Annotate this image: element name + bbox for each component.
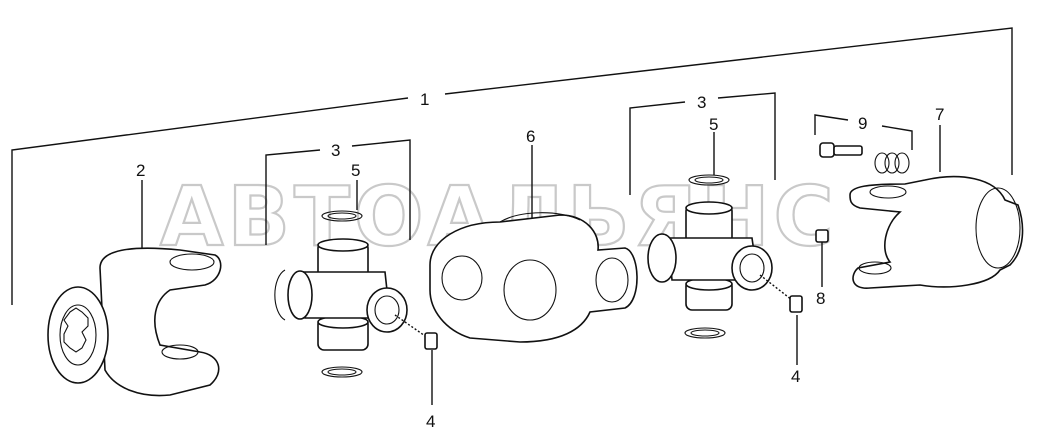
callout-2: 2 <box>136 161 145 180</box>
callout-5-left: 5 <box>351 161 360 180</box>
center-double-yoke-part <box>429 212 638 343</box>
snap-ring-left-bottom <box>321 366 363 378</box>
snap-ring-left-top <box>321 210 363 222</box>
cross-journal-right <box>647 201 773 311</box>
callout-4-left: 4 <box>426 412 435 431</box>
grease-fitting-left <box>394 314 438 350</box>
callout-8: 8 <box>816 289 825 308</box>
callout-5-right: 5 <box>709 115 718 134</box>
callout-7: 7 <box>935 105 944 124</box>
callout-labels: 1 2 3 3 4 4 5 5 6 7 8 9 <box>136 90 944 431</box>
snap-ring-right-top <box>688 174 730 186</box>
callout-6: 6 <box>526 127 535 146</box>
telescopic-yoke-part <box>849 175 1024 289</box>
callout-3-right: 3 <box>697 93 706 112</box>
assembly-bracket <box>11 27 1013 305</box>
callout-9: 9 <box>858 114 867 133</box>
flange-yoke-part <box>47 247 222 397</box>
cross-kit-bracket-right <box>629 92 776 195</box>
spring-part <box>874 152 910 174</box>
snap-ring-right-bottom <box>684 327 726 339</box>
grease-fitting-right <box>759 274 803 313</box>
cross-kit-bracket-left <box>265 139 411 245</box>
callout-3-left: 3 <box>331 141 340 160</box>
callout-4-right: 4 <box>791 367 800 386</box>
bolt-spring-bracket <box>814 114 913 150</box>
grease-fitting-yoke <box>815 229 829 243</box>
cross-journal-left <box>274 238 408 351</box>
bolt-part <box>819 142 863 158</box>
callout-1: 1 <box>420 90 429 109</box>
